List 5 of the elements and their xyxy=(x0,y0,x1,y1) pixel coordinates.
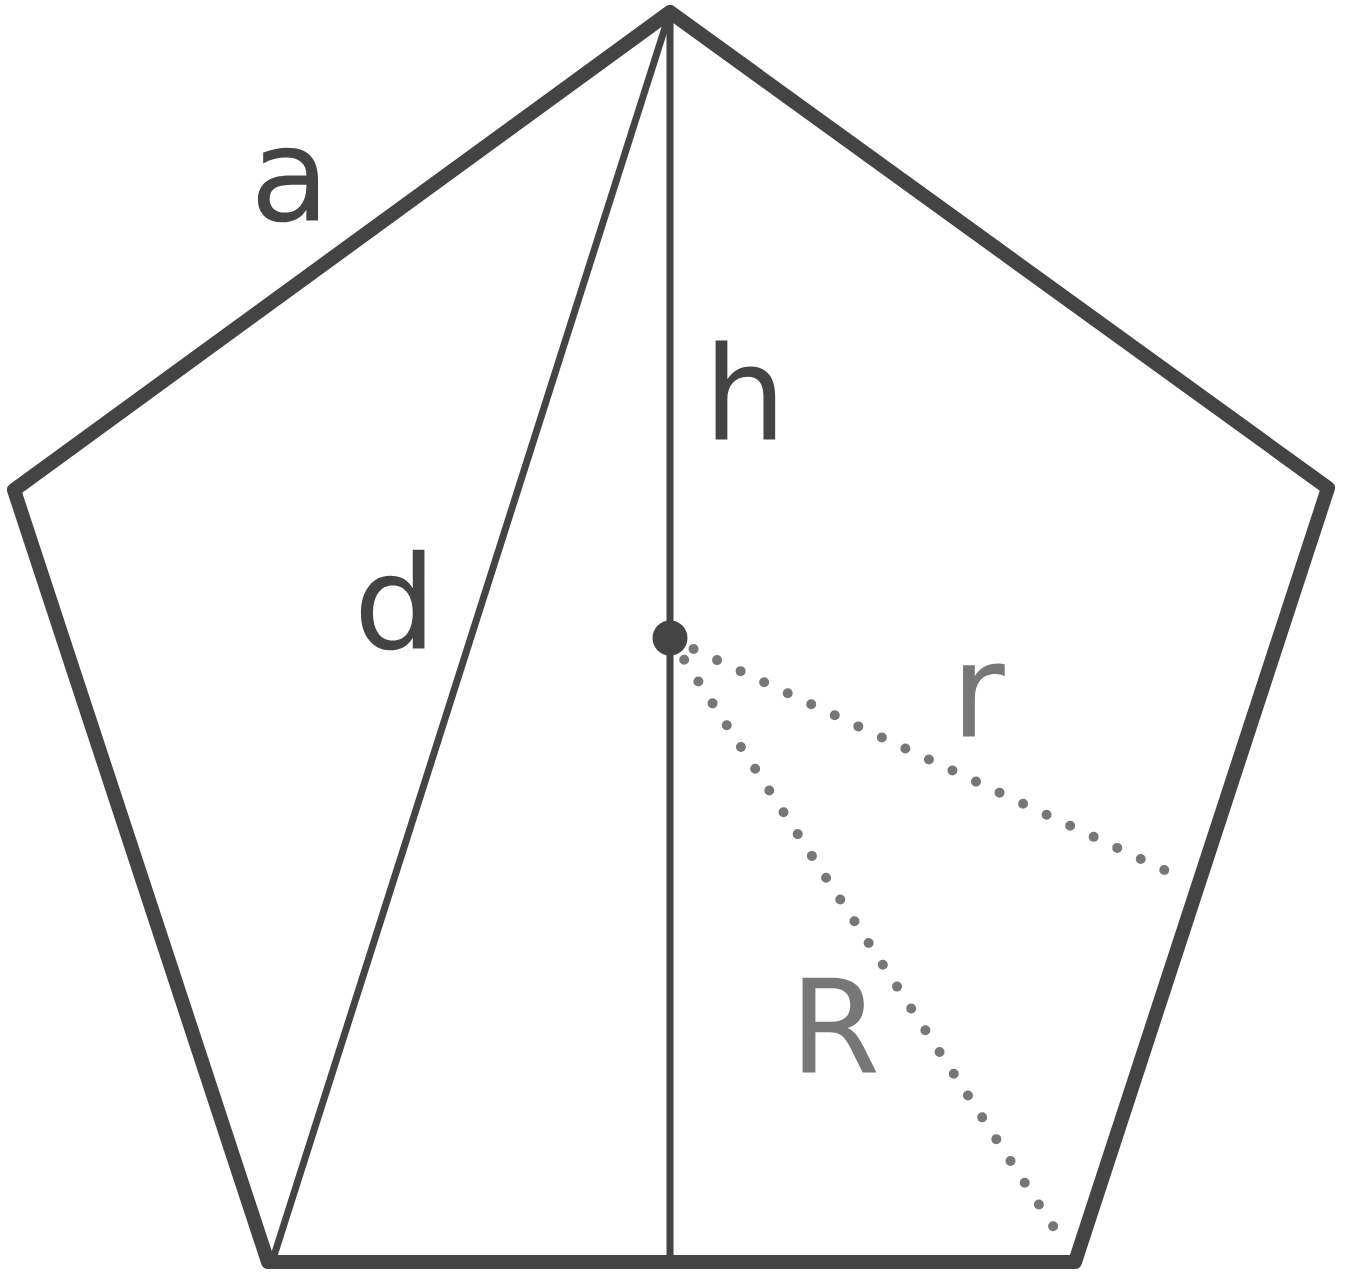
variable-label: R xyxy=(802,977,877,1073)
variable-label: d xyxy=(360,549,425,651)
variable-label: r xyxy=(963,663,1005,737)
variable-label: a xyxy=(257,147,319,223)
variable-label: h xyxy=(715,340,776,440)
